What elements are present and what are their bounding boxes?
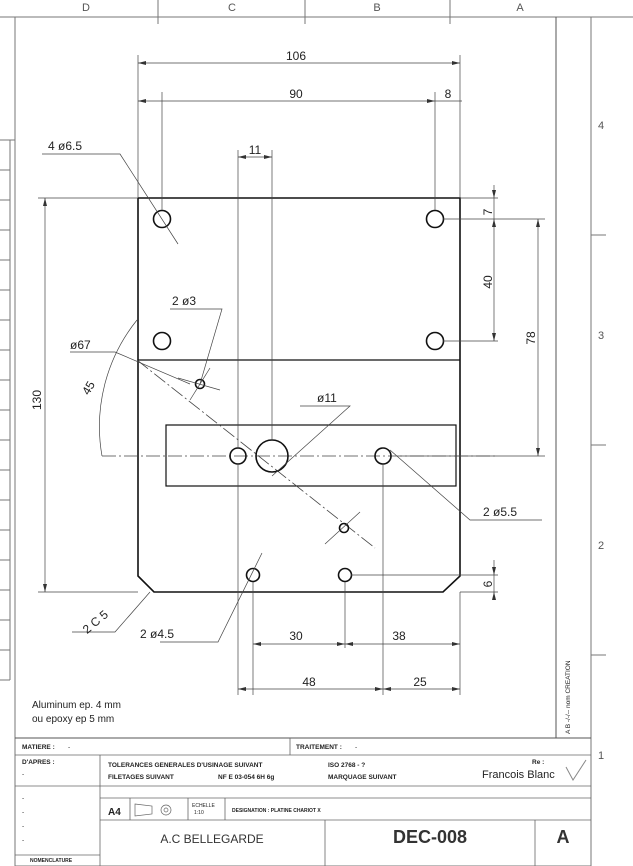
dim-25: 25 xyxy=(413,675,427,689)
traitement-value: - xyxy=(355,744,357,751)
revision-letter: A xyxy=(557,827,570,847)
dim-7: 7 xyxy=(481,208,495,215)
check-mark-icon xyxy=(565,759,587,781)
dapres-value: - xyxy=(22,771,24,778)
filetages-text: FILETAGES SUIVANT xyxy=(108,774,174,781)
dim-40: 40 xyxy=(481,275,495,289)
hole-65-top-right xyxy=(425,209,445,229)
dimension-texts: 106 90 8 11 7 40 78 130 6 30 38 48 25 45… xyxy=(30,49,538,689)
plate-outline xyxy=(137,197,461,593)
inner-border xyxy=(15,17,591,739)
title-block-lines xyxy=(15,738,591,866)
column-label-a: A xyxy=(516,2,524,14)
hole-45-left xyxy=(245,567,261,583)
revision-strip: A B -/-/-- nom CREATION xyxy=(565,660,572,734)
title-block-texts: MATIERE : - TRAITEMENT : - D'APRES : - T… xyxy=(22,744,587,864)
dim-6: 6 xyxy=(481,580,495,587)
nomenclature-dash-2: - xyxy=(22,809,24,816)
callout-holes-3: 2 ø3 xyxy=(172,294,196,308)
format-label: A4 xyxy=(108,807,121,818)
callout-dia-11: ø11 xyxy=(317,391,337,405)
matiere-label: MATIERE : xyxy=(22,744,55,751)
traitement-label: TRAITEMENT : xyxy=(296,744,342,751)
dapres-label: D'APRES : xyxy=(22,759,55,766)
material-note: Aluminum ep. 4 mm ou epoxy ep 5 mm xyxy=(32,700,121,725)
dim-78: 78 xyxy=(524,331,538,345)
company-name: A.C BELLEGARDE xyxy=(160,832,263,846)
arrowheads xyxy=(43,61,540,691)
dim-45-angle: 45 xyxy=(79,378,98,397)
row-label-3: 3 xyxy=(598,330,604,342)
hole-65-mid-left xyxy=(152,331,172,351)
center-lines xyxy=(102,359,497,549)
echelle-value: 1:10 xyxy=(194,810,204,816)
column-markers: D C B A xyxy=(82,0,524,24)
hole-65-mid-right xyxy=(425,331,445,351)
dim-106: 106 xyxy=(286,49,306,63)
dim-38: 38 xyxy=(392,629,406,643)
projection-symbol-icon xyxy=(134,803,172,817)
row-label-1: 1 xyxy=(598,750,604,762)
dimension-lines xyxy=(38,55,545,695)
revision-strip-text: A B -/-/-- nom CREATION xyxy=(565,660,572,734)
hole-3-upper xyxy=(194,378,206,390)
column-label-b: B xyxy=(373,2,380,14)
row-label-4: 4 xyxy=(598,120,604,132)
holes xyxy=(152,209,445,583)
tolerances-text: TOLERANCES GENERALES D'USINAGE SUIVANT xyxy=(108,762,262,769)
callout-holes-65: 4 ø6.5 xyxy=(48,139,82,153)
hole-45-right xyxy=(337,567,353,583)
author-name: Francois Blanc xyxy=(482,769,555,781)
material-note-line-1: Aluminum ep. 4 mm xyxy=(32,700,121,711)
nomenclature-dash-4: - xyxy=(22,837,24,844)
row-label-2: 2 xyxy=(598,540,604,552)
left-ruler xyxy=(0,169,10,681)
material-note-line-2: ou epoxy ep 5 mm xyxy=(32,714,114,725)
dim-8: 8 xyxy=(445,87,452,101)
dim-90: 90 xyxy=(289,87,303,101)
nomenclature-dash-1: - xyxy=(22,795,24,802)
callout-dia-67: ø67 xyxy=(70,338,91,352)
callout-holes-55: 2 ø5.5 xyxy=(483,505,517,519)
dim-130: 130 xyxy=(30,390,44,410)
leader-lines xyxy=(42,153,542,643)
hole-65-top-left xyxy=(152,209,172,229)
callout-holes-45: 2 ø4.5 xyxy=(140,627,174,641)
nomenclature-dash-3: - xyxy=(22,823,24,830)
hole-3-lower xyxy=(338,522,350,534)
dim-48: 48 xyxy=(302,675,316,689)
slot-outline xyxy=(165,424,457,487)
drawing-number: DEC-008 xyxy=(393,827,467,847)
re-label: Re : xyxy=(532,759,544,766)
column-label-c: C xyxy=(228,2,236,14)
nfe-text: NF E 03-054 6H 6g xyxy=(218,774,274,781)
column-label-d: D xyxy=(82,2,90,14)
echelle-label: ECHELLE xyxy=(192,803,215,809)
dim-11: 11 xyxy=(249,143,262,157)
dim-30: 30 xyxy=(289,629,303,643)
marquage-text: MARQUAGE SUIVANT xyxy=(328,774,397,781)
designation-text: DESIGNATION : PLATINE CHARIOT X xyxy=(232,808,321,814)
row-markers: 4 3 2 1 xyxy=(591,120,606,762)
matiere-value: - xyxy=(68,744,70,751)
nomenclature-label: NOMENCLATURE xyxy=(30,858,73,864)
iso-text: ISO 2768 - ? xyxy=(328,762,365,769)
